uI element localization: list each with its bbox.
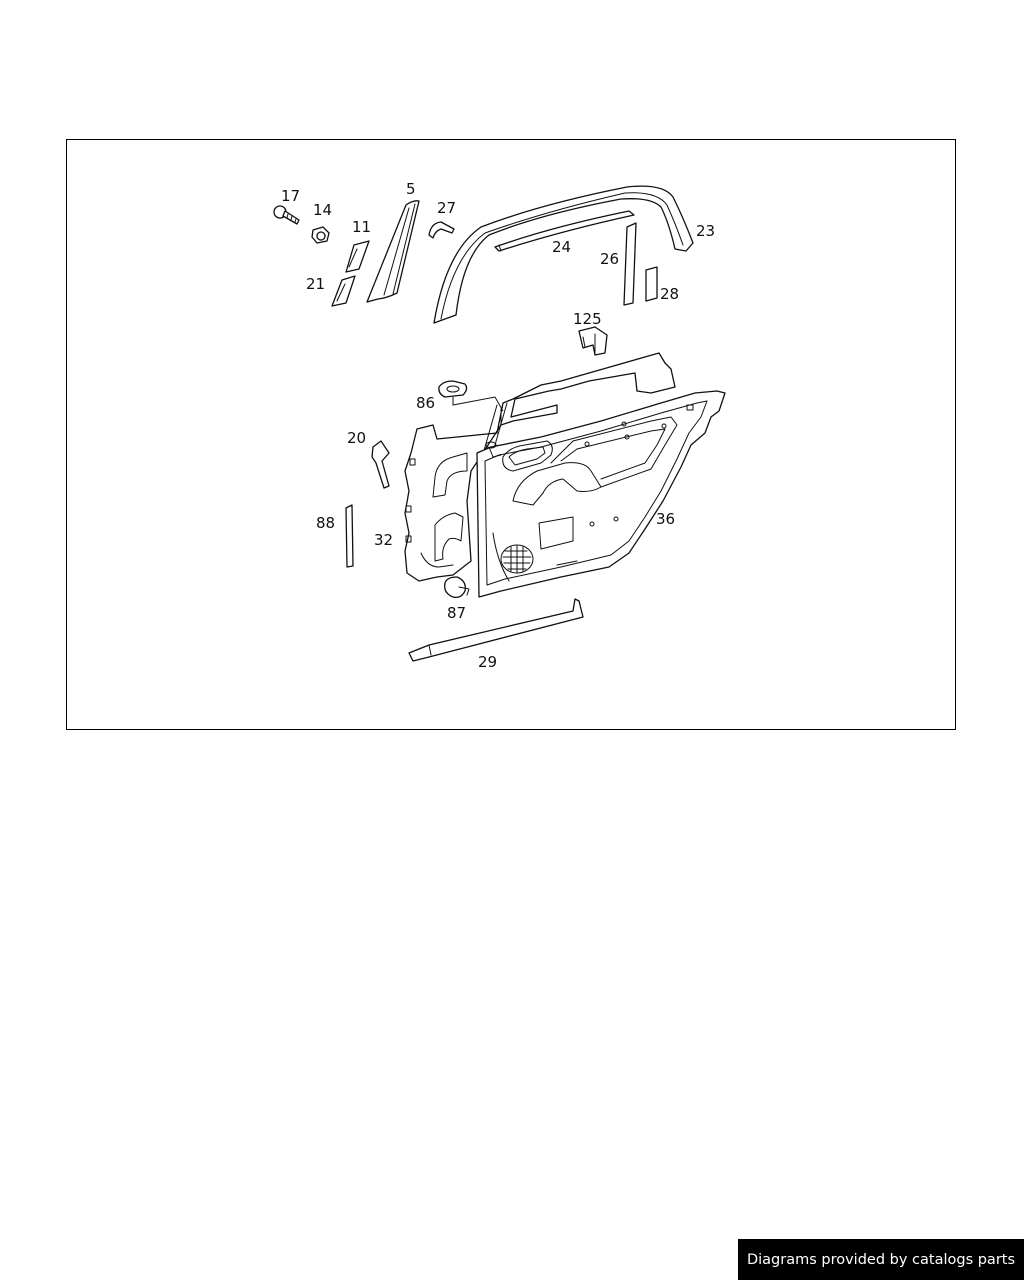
- leader-line-86: [452, 396, 504, 412]
- callout-36: 36: [656, 510, 675, 528]
- part-125-bracket: [578, 326, 608, 356]
- part-86-handle-clip: [438, 380, 468, 398]
- callout-88: 88: [316, 514, 335, 532]
- callout-28: 28: [660, 285, 679, 303]
- callout-11: 11: [352, 218, 371, 236]
- callout-86: 86: [416, 394, 435, 412]
- part-87-clip: [444, 576, 470, 599]
- part-23-window-frame-trim: [433, 185, 694, 324]
- part-36-door-trim-panel: [476, 390, 726, 598]
- callout-87: 87: [447, 604, 466, 622]
- part-14-clip: [311, 226, 330, 244]
- callout-21: 21: [306, 275, 325, 293]
- part-20-bracket: [371, 440, 390, 489]
- part-29-lower-trim-strip: [408, 598, 584, 662]
- callout-32: 32: [374, 531, 393, 549]
- part-17-screw: [273, 205, 300, 225]
- part-27-clip: [428, 221, 455, 239]
- callout-23: 23: [696, 222, 715, 240]
- callout-5: 5: [406, 180, 416, 198]
- speaker-grille: [500, 544, 534, 574]
- callout-17: 17: [281, 187, 300, 205]
- part-11-trim-strip: [345, 240, 370, 273]
- part-26-vertical-trim: [623, 222, 637, 306]
- parts-diagram-frame: 17 14 11 21 5 27 24 23 26 28 125 86 20 8…: [66, 139, 956, 730]
- door-panel-exploded-diagram: 17 14 11 21 5 27 24 23 26 28 125 86 20 8…: [273, 180, 726, 671]
- callout-14: 14: [313, 201, 332, 219]
- callout-27: 27: [437, 199, 456, 217]
- callout-125: 125: [573, 310, 602, 328]
- callout-26: 26: [600, 250, 619, 268]
- part-5-pillar-trim: [366, 200, 420, 303]
- callout-20: 20: [347, 429, 366, 447]
- part-32-carrier-panel: [404, 352, 676, 582]
- part-24-seal-strip: [494, 210, 635, 252]
- callout-29: 29: [478, 653, 497, 671]
- part-88-seal-strip: [345, 504, 354, 568]
- part-21-trim-strip: [331, 275, 356, 307]
- footer-credit-badge: Diagrams provided by catalogs parts: [738, 1239, 1024, 1280]
- part-28-panel: [645, 266, 658, 302]
- callout-24: 24: [552, 238, 571, 256]
